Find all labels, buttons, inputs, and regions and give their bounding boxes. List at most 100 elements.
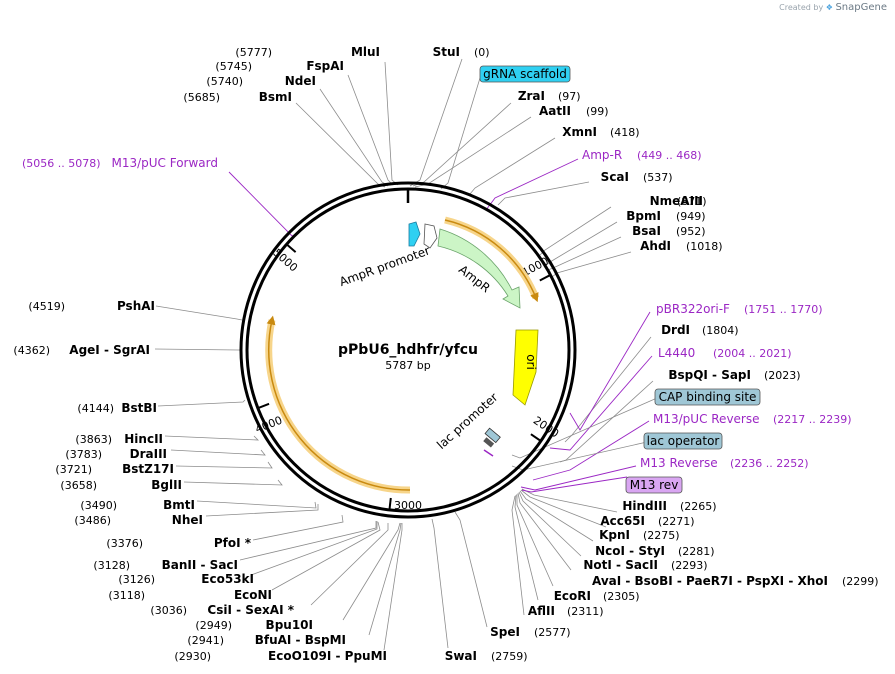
enzyme-label-hindiii: HindIII xyxy=(622,499,667,513)
enzyme-position-ahdi: (1018) xyxy=(686,240,723,253)
enzyme-label-avai-bsobi-paer7i-pspxi-xhoi: AvaI - BsoBI - PaeR7I - PspXI - XhoI xyxy=(592,574,828,588)
feature-box-label-lac-operator: lac operator xyxy=(647,434,720,448)
primer-label-l4440: L4440 xyxy=(658,346,695,360)
enzyme-label-aflii: AflII xyxy=(528,604,555,618)
enzyme-position-aatii: (99) xyxy=(586,105,609,118)
enzyme-label-eco53ki: Eco53kI xyxy=(201,572,254,586)
feature-box-label-grna-scaffold: gRNA scaffold xyxy=(483,67,567,81)
enzyme-label-bglii: BglII xyxy=(151,478,182,492)
enzyme-position-hincii: (3863) xyxy=(75,433,112,446)
grna-scaffold-feature xyxy=(408,221,421,247)
enzyme-label-pshai: PshAI xyxy=(117,299,155,313)
enzyme-label-xmni: XmnI xyxy=(562,125,597,139)
feature-box-m13-rev xyxy=(625,476,683,494)
enzyme-position-stui: (0) xyxy=(474,46,490,59)
enzyme-position-agei-sgrai: (4362) xyxy=(13,344,50,357)
enzyme-label-drdi: DrdI xyxy=(661,323,690,337)
enzyme-label-scai: ScaI xyxy=(601,170,629,184)
enzyme-position-nhei: (3486) xyxy=(74,514,111,527)
plasmid-name: pPbU6_hdhfr/yfcu xyxy=(338,342,478,358)
credit-brand: SnapGene xyxy=(835,2,887,13)
feature-label-ampr-promoter: AmpR promoter xyxy=(337,243,431,289)
enzyme-position-bmti: (3490) xyxy=(80,499,117,512)
enzyme-label-ahdi: AhdI xyxy=(640,239,671,253)
enzyme-label-bpu10i: Bpu10I xyxy=(266,618,313,632)
enzyme-label-spei: SpeI xyxy=(490,625,520,639)
enzyme-position-bpmi: (949) xyxy=(676,210,706,223)
enzyme-label-bstz17i: BstZ17I xyxy=(122,462,174,476)
enzyme-position-eco53ki: (3126) xyxy=(118,573,155,586)
enzyme-label-mlui: MluI xyxy=(351,45,380,59)
enzyme-label-acc65i: Acc65I xyxy=(600,514,645,528)
tick-label-3000: 3000 xyxy=(394,499,422,512)
plasmid-length: 5787 bp xyxy=(385,359,430,372)
feature-box-label-cap-binding-site: CAP binding site xyxy=(659,390,757,404)
enzyme-label-ndei: NdeI xyxy=(285,74,316,88)
enzyme-position-csii-sexai: (3036) xyxy=(150,604,187,617)
enzyme-position-ncoi-styi: (2281) xyxy=(678,545,715,558)
primer-label-m13-reverse: M13 Reverse xyxy=(640,456,718,470)
ampr-promoter-feature xyxy=(423,223,438,249)
enzyme-label-bmti: BmtI xyxy=(163,498,195,512)
enzyme-position-ndei: (5740) xyxy=(206,75,243,88)
enzyme-position-xmni: (418) xyxy=(610,126,640,139)
primer-label-m13-puc-forward: M13/pUC Forward xyxy=(111,156,218,170)
enzyme-position-bpu10i: (2949) xyxy=(195,619,232,632)
primer-leaders xyxy=(228,158,653,493)
primer-label-m13-puc-reverse: M13/pUC Reverse xyxy=(653,412,760,426)
enzyme-label-stui: StuI xyxy=(433,45,460,59)
m13-primer-mark xyxy=(483,449,494,457)
feature-label-ori: ori xyxy=(524,354,538,370)
orange-feature-top-line xyxy=(444,219,539,303)
enzyme-label-kpni: KpnI xyxy=(599,528,630,542)
feature-box-label-m13-rev: M13 rev xyxy=(630,478,679,492)
enzyme-label-bstbi: BstBI xyxy=(121,401,157,415)
enzyme-position-bsai: (952) xyxy=(676,225,706,238)
enzyme-label-bfuai-bspmi: BfuAI - BspMI xyxy=(255,633,346,647)
enzyme-position-bglii: (3658) xyxy=(60,479,97,492)
enzyme-position-econi: (3118) xyxy=(108,589,145,602)
enzyme-label-nhei: NheI xyxy=(172,513,203,527)
enzyme-position-fspai: (5745) xyxy=(215,60,252,73)
snapgene-logo-icon: ❖ xyxy=(825,3,833,12)
feature-box-lac-operator xyxy=(643,432,723,450)
orange-feature-left-line xyxy=(266,315,411,491)
enzyme-position-avai-bsobi-paer7i-pspxi-xhoi: (2299) xyxy=(842,575,879,588)
enzyme-position-acc65i: (2271) xyxy=(658,515,695,528)
enzyme-label-draiii: DraIII xyxy=(130,447,167,461)
snapgene-credit: Created by ❖ SnapGene xyxy=(779,2,887,13)
tick-mark-2000 xyxy=(530,433,542,442)
enzyme-label-banii-saci: BanII - SacI xyxy=(162,558,238,572)
enzyme-label-ncoi-styi: NcoI - StyI xyxy=(595,544,665,558)
enzyme-label-ecoo109i-ppumi: EcoO109I - PpuMI xyxy=(268,649,387,663)
primer-label-pbr322ori-f: pBR322ori-F xyxy=(656,302,730,316)
enzyme-label-hincii: HincII xyxy=(124,432,163,446)
cap-binding-feature xyxy=(483,437,495,448)
tick-mark-1000 xyxy=(539,274,551,282)
enzyme-position-bfuai-bspmi: (2941) xyxy=(187,634,224,647)
feature-box-cap-binding-site xyxy=(654,388,761,406)
enzyme-position-pshai: (4519) xyxy=(28,300,65,313)
enzyme-label-fspai: FspAI xyxy=(306,59,344,73)
enzyme-position-bsmi: (5685) xyxy=(183,91,220,104)
enzyme-position-noti-sacii: (2293) xyxy=(671,559,708,572)
tick-mark-3000 xyxy=(388,497,392,511)
ampr-feature xyxy=(437,228,521,309)
enzyme-label-econi: EcoNI xyxy=(234,588,272,602)
enzyme-label-nmeaiii: NmeAIII xyxy=(650,194,703,208)
enzyme-position-ecori: (2305) xyxy=(603,590,640,603)
enzyme-label-agei-sgrai: AgeI - SgrAI xyxy=(69,343,150,357)
primer-label-amp-r: Amp-R xyxy=(582,148,622,162)
enzyme-position-kpni: (2275) xyxy=(643,529,680,542)
enzyme-position-bspqi-sapi: (2023) xyxy=(764,369,801,382)
enzyme-label-noti-sacii: NotI - SacII xyxy=(583,558,658,572)
primer-range-m13-puc-reverse: (2217 .. 2239) xyxy=(773,413,852,426)
plasmid-backbone-outer xyxy=(239,181,577,519)
enzyme-position-spei: (2577) xyxy=(534,626,571,639)
tick-mark-4000 xyxy=(257,402,270,410)
enzyme-position-scai: (537) xyxy=(643,171,673,184)
enzyme-label-zrai: ZraI xyxy=(518,89,545,103)
feature-box-grna-scaffold xyxy=(479,65,571,83)
primer-range-m13-puc-forward: (5056 .. 5078) xyxy=(22,157,101,170)
enzyme-position-hindiii: (2265) xyxy=(680,500,717,513)
